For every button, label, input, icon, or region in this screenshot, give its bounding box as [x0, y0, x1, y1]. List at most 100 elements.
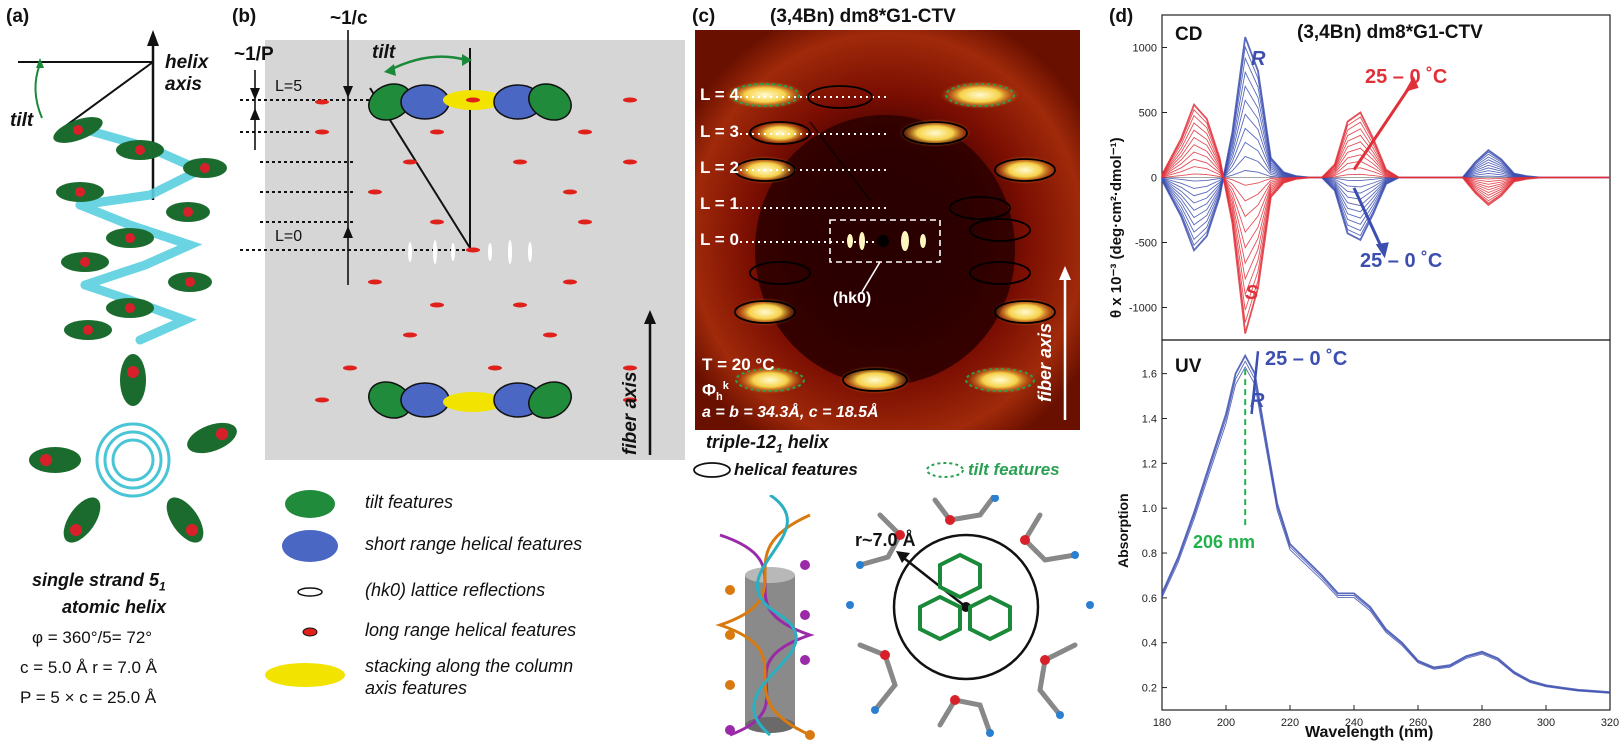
series-R-line: [1161, 36, 1610, 253]
phi-subscript: h: [715, 391, 723, 404]
series-S-line: [1161, 151, 1610, 234]
y-tick-label: 0.8: [1142, 548, 1157, 560]
panel-a-label: (a): [6, 6, 30, 27]
legend-swatch-short-range: [282, 530, 338, 562]
helix-p-line: P = 5 × c = 25.0 Å: [20, 688, 157, 707]
layer-l5-label: L=5: [275, 78, 303, 95]
x-tick-label: 320: [1601, 717, 1619, 729]
legend-swatches: [265, 490, 345, 687]
layer-l0-label: L=0: [275, 228, 303, 245]
panel-c-title: (3,4Bn) dm8*G1-CTV: [770, 6, 956, 27]
diffraction-schematic: [240, 30, 685, 460]
red-trend-arrow: [1352, 83, 1413, 171]
red-trend-arrowhead: [1404, 75, 1419, 92]
series-S-line: [1161, 136, 1610, 265]
cd-ylabel: θ x 10⁻³ (deg·cm²·dmol⁻¹): [1108, 137, 1125, 318]
temperature-label: T = 20 °C: [702, 355, 775, 374]
series-R-line: [1161, 141, 1610, 197]
uv-tag: UV: [1175, 356, 1202, 377]
blue-trend-arrowhead: [1375, 242, 1389, 259]
x-tick-label: 260: [1409, 717, 1427, 729]
helix-caption-subscript: 1: [159, 579, 166, 594]
phi-label: Φhk: [702, 380, 729, 403]
panel-b-label: (b): [232, 6, 257, 27]
panel-a: (a): [0, 0, 252, 752]
cd-s-label: S: [1245, 282, 1259, 304]
single-strand-helix-illustration: [18, 30, 237, 543]
y-tick-label: 1000: [1133, 43, 1157, 55]
phi-symbol: Φ: [702, 380, 716, 400]
x-tick-label: 200: [1217, 717, 1235, 729]
panel-c-label: (c): [692, 6, 716, 27]
ctv-molecule-illustration: [846, 495, 1094, 737]
legend-text-stacking: stacking along the column: [365, 656, 574, 676]
helix-caption-line2: atomic helix: [62, 597, 167, 617]
panel-c-fiber-axis-label: fiber axis: [1035, 322, 1055, 402]
legend-text-stacking-2: axis features: [365, 678, 468, 698]
legend-text-long-range: long range helical features: [365, 620, 577, 640]
series-R-line: [1161, 127, 1610, 204]
uv-peak-label: 206 nm: [1193, 532, 1256, 552]
legend-swatch-long-range: [302, 627, 318, 637]
uv-trend-arrow: [1250, 351, 1260, 415]
x-tick-label: 240: [1345, 717, 1363, 729]
y-tick-label: 0.2: [1142, 683, 1157, 695]
series-R-line: [1161, 99, 1610, 219]
panel-b-fiber-axis-label: fiber axis: [620, 371, 641, 455]
series-S-line: [1161, 102, 1610, 334]
uv-temp-label: 25 – 0 ˚C: [1265, 348, 1348, 370]
panel-a-tilt-label: tilt: [10, 110, 34, 131]
series-R-line: [1161, 113, 1610, 211]
radius-label: r~7.0 Å: [855, 530, 916, 550]
x-tick-label: 280: [1473, 717, 1491, 729]
uv-ylabel: Absorption: [1115, 493, 1131, 568]
layer-line-l3: L = 3: [700, 122, 739, 141]
series-S-line: [1161, 166, 1610, 202]
layer-line-l2: L = 2: [700, 158, 739, 177]
uv-r-label: R: [1250, 390, 1265, 412]
helix-phi-line: φ = 360°/5= 72°: [32, 628, 153, 647]
y-tick-label: -1000: [1129, 303, 1157, 315]
lattice-parameters: a = b = 34.3Å, c = 18.5Å: [702, 404, 879, 421]
panel-c-legend-swatches: [693, 462, 964, 478]
plot-frame: [1161, 339, 1611, 711]
series-S-line: [1161, 158, 1610, 218]
helix-name-subscript: 1: [776, 441, 783, 456]
y-tick-label: 500: [1139, 108, 1157, 120]
y-tick-label: 1.0: [1142, 503, 1157, 515]
panel-b-tilt-label: tilt: [372, 42, 396, 63]
panel-d-title: (3,4Bn) dm8*G1-CTV: [1297, 22, 1483, 43]
series-S-line: [1161, 129, 1610, 281]
layer-line-l0: L = 0: [700, 230, 739, 249]
series-S-line: [1161, 144, 1610, 249]
helical-features-swatch: [693, 462, 731, 478]
series-S-line: [1161, 108, 1610, 323]
series-S-line: [1161, 173, 1610, 186]
series-R-line: [1161, 70, 1610, 233]
legend-text-tilt: tilt features: [365, 492, 454, 512]
y-tick-label: 1.6: [1142, 369, 1157, 381]
y-tick-label: 1.2: [1142, 458, 1157, 470]
cd-temp-blue: 25 – 0 ˚C: [1360, 250, 1443, 272]
panel-b: (b): [230, 0, 690, 752]
series-S-line: [1161, 122, 1610, 297]
inverse-p-label: ~1/P: [234, 44, 274, 65]
legend-text-short-range: short range helical features: [365, 534, 583, 554]
series-R-line: [1161, 353, 1611, 693]
cd-r-label: R: [1251, 48, 1266, 70]
series-R-line: [1161, 170, 1610, 182]
panel-d-label: (d): [1109, 6, 1134, 27]
x-axis-label: Wavelength (nm): [1305, 724, 1434, 741]
inverse-c-label: ~1/c: [330, 8, 368, 29]
cd-tag: CD: [1175, 24, 1203, 45]
helix-c-r-line: c = 5.0 Å r = 7.0 Å: [20, 658, 158, 677]
helix-caption-title: single strand 5: [32, 570, 160, 590]
y-tick-label: 1.4: [1142, 413, 1157, 425]
y-tick-label: 0: [1151, 173, 1157, 185]
tilt-features-swatch: [926, 462, 964, 478]
helix-caption-line1: single strand 51: [32, 570, 166, 594]
phi-superscript: k: [722, 380, 729, 392]
